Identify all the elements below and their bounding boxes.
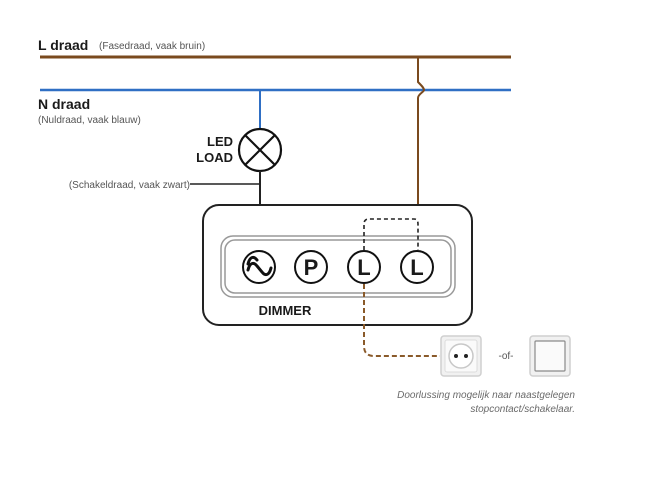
lamp-label-line2: LOAD [196, 150, 233, 165]
socket-icon [440, 335, 482, 377]
terminal-p: P [294, 250, 328, 284]
internal-bridge [363, 218, 419, 250]
loop-note-line2: stopcontact/schakelaar. [470, 404, 575, 415]
terminal-l: L [400, 250, 434, 284]
dimmer-box [202, 204, 473, 326]
terminal-p-symbol: P [304, 255, 319, 280]
n-wire-title: N draad [38, 96, 90, 112]
switch-wire-label: (Schakeldraad, vaak zwart) [69, 180, 190, 191]
loop-note-line1: Doorlussing mogelijk naar naastgelegen [397, 390, 575, 401]
terminal-load [242, 250, 276, 284]
l-wire-subtitle: (Fasedraad, vaak bruin) [99, 41, 205, 52]
tilde-icon [246, 255, 273, 277]
lamp-label-line1: LED [207, 134, 233, 149]
n-wire-subtitle: (Nuldraad, vaak blauw) [38, 115, 141, 126]
l-drop-wire [417, 57, 426, 250]
wall-switch-icon [529, 335, 571, 377]
lamp-icon [237, 127, 283, 173]
terminal-l-symbol: L [410, 255, 423, 280]
terminal-l-loop-symbol: L [357, 255, 370, 280]
l-wire-title: L draad [38, 37, 88, 53]
terminal-l-loop: L [347, 250, 381, 284]
dimmer-label: DIMMER [259, 303, 312, 318]
or-separator: -of- [499, 351, 514, 362]
